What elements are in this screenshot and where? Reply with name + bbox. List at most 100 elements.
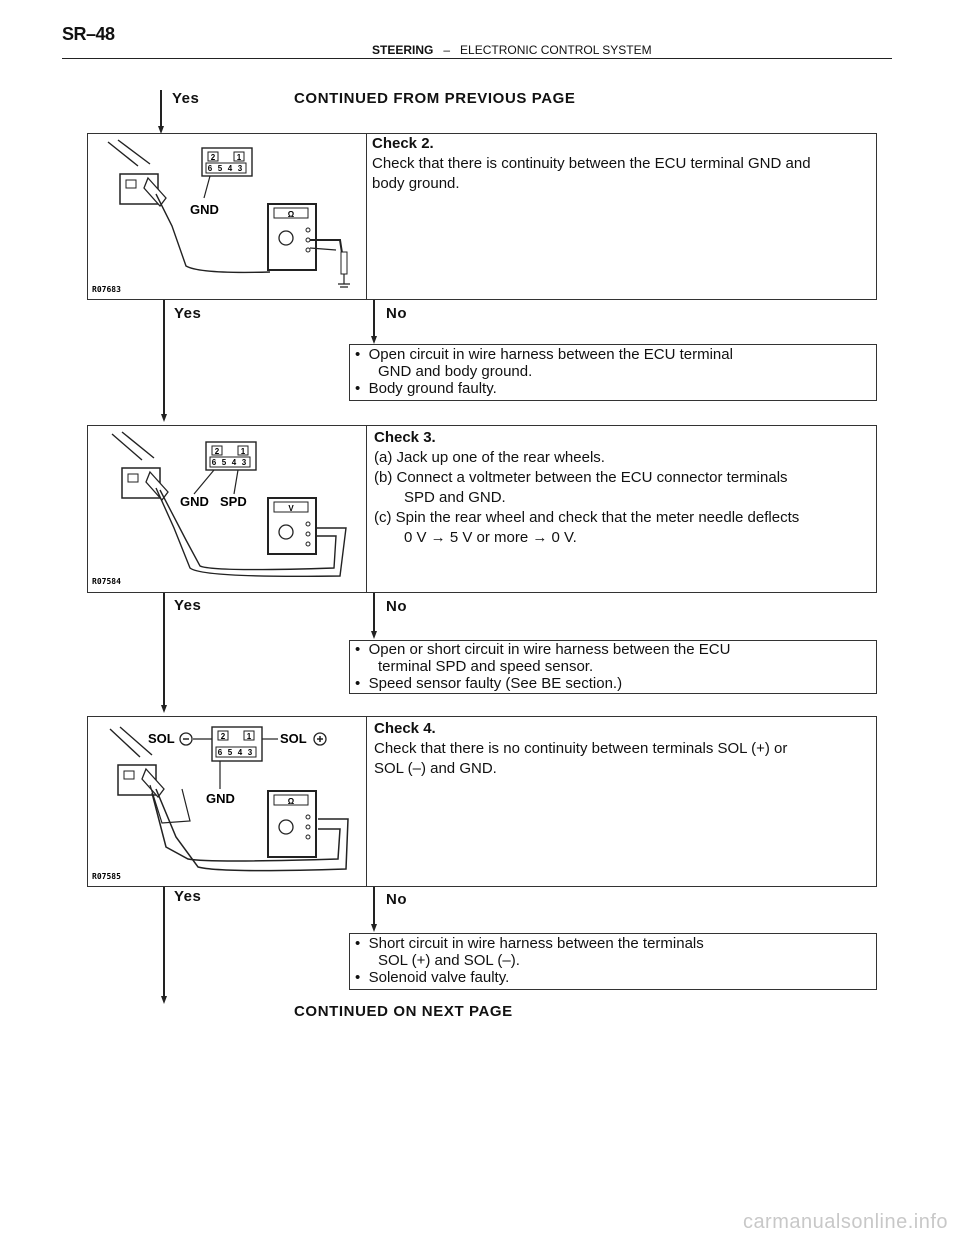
running-title: STEERING–ELECTRONIC CONTROL SYSTEM — [372, 43, 652, 57]
pin-label: 3 — [248, 748, 253, 757]
pin-label: 2 — [221, 732, 226, 741]
check-line: (b) Connect a voltmeter between the ECU … — [374, 469, 788, 486]
pin-label: 2 — [215, 447, 220, 456]
pin-label: 3 — [238, 164, 243, 173]
bullet: • — [355, 969, 361, 986]
no-flow-line — [373, 300, 375, 340]
gnd-label: GND — [180, 494, 209, 509]
page-number: SR–48 — [62, 24, 115, 44]
flow-no-label: No — [386, 598, 407, 615]
check-title: Check 4. — [374, 720, 436, 737]
flow-yes-label: Yes — [174, 597, 202, 614]
result-1-text: • Open circuit in wire harness between t… — [355, 346, 871, 397]
flow-arrow — [371, 924, 377, 932]
result-line: Open circuit in wire harness between the… — [368, 346, 733, 363]
header-rule — [62, 58, 892, 59]
check-2-text: Check 2. Check that there is continuity … — [372, 134, 872, 194]
flow-arrow — [161, 414, 167, 422]
check-line: Check that there is continuity between t… — [372, 155, 811, 172]
watermark: carmanualsonline.info — [742, 1211, 948, 1233]
figure-code: R07683 — [92, 285, 121, 294]
bullet: • — [355, 346, 361, 363]
pin-label: 1 — [247, 732, 252, 741]
result-line: Body ground faulty. — [368, 380, 497, 397]
check-3-text: Check 3. (a) Jack up one of the rear whe… — [374, 428, 874, 548]
bullet: • — [355, 641, 361, 658]
result-item: • Short circuit in wire harness between … — [355, 935, 871, 952]
check-3-divider — [366, 425, 367, 593]
pin-label: 1 — [241, 447, 246, 456]
bullet: • — [355, 380, 361, 397]
check-title: Check 2. — [372, 135, 434, 152]
check-4-figure: SOL 2 1 6 5 4 3 SOL GND Ω R07585 — [92, 726, 349, 881]
check-2-figure: 2 1 6 5 4 3 GND Ω R07683 — [92, 139, 350, 294]
check-4-divider — [366, 716, 367, 887]
meter-label: Ω — [288, 797, 295, 806]
pin-label: 5 — [228, 748, 233, 757]
no-flow-line — [373, 593, 375, 635]
result-line: Short circuit in wire harness between th… — [368, 935, 704, 952]
no-flow-line — [373, 887, 375, 928]
meter-label: V — [288, 504, 294, 513]
result-item: • Open circuit in wire harness between t… — [355, 346, 871, 363]
section-title: STEERING — [372, 43, 434, 57]
result-item: • Body ground faulty. — [355, 380, 871, 397]
check-line: body ground. — [372, 175, 460, 192]
pin-label: 1 — [237, 153, 242, 162]
pin-label: 5 — [222, 458, 227, 467]
flow-no-label: No — [386, 305, 407, 322]
meter-label: Ω — [288, 210, 295, 219]
bullet: • — [355, 675, 361, 692]
result-1-box — [349, 344, 877, 401]
gnd-label: GND — [190, 202, 219, 217]
check-line: Check that there is no continuity betwee… — [374, 740, 788, 757]
check-line: SPD and GND. — [404, 489, 506, 506]
check-line: (c) Spin the rear wheel and check that t… — [374, 509, 800, 526]
result-item: • Solenoid valve faulty. — [355, 969, 871, 986]
result-item: • Open or short circuit in wire harness … — [355, 641, 871, 658]
result-line-cont: SOL (+) and SOL (–). — [378, 952, 520, 969]
check-4-text: Check 4. Check that there is no continui… — [374, 719, 874, 779]
flow-yes-label: Yes — [174, 888, 202, 905]
flow-arrow — [161, 705, 167, 713]
flow-yes-label: Yes — [174, 305, 202, 322]
pin-label: 4 — [228, 164, 233, 173]
flow-arrow — [161, 996, 167, 1004]
pin-label: 4 — [232, 458, 237, 467]
result-item: • Speed sensor faulty (See BE section.) — [355, 675, 871, 692]
figure-code: R07584 — [92, 577, 121, 586]
flow-line — [160, 90, 162, 130]
yes-flow-line — [163, 300, 165, 418]
result-line-cont: terminal SPD and speed sensor. — [378, 658, 594, 675]
bullet: • — [355, 935, 361, 952]
gnd-label: GND — [206, 791, 235, 806]
spd-label: SPD — [220, 494, 247, 509]
result-2-text: • Open or short circuit in wire harness … — [355, 641, 871, 692]
sol-minus-label: SOL — [148, 731, 175, 746]
sol-plus-label: SOL — [280, 731, 307, 746]
pin-label: 6 — [208, 164, 213, 173]
subsection-title: ELECTRONIC CONTROL SYSTEM — [460, 43, 652, 57]
check-line: 0 V → 5 V or more → 0 V. — [404, 529, 577, 546]
pin-label: 6 — [212, 458, 217, 467]
result-line: Speed sensor faulty (See BE section.) — [368, 675, 623, 692]
continued-from-label: CONTINUED FROM PREVIOUS PAGE — [294, 90, 576, 107]
check-line: (a) Jack up one of the rear wheels. — [374, 449, 605, 466]
yes-flow-line — [163, 887, 165, 999]
yes-flow-line — [163, 593, 165, 709]
pin-label: 2 — [211, 153, 216, 162]
title-separator: – — [443, 43, 451, 57]
flow-yes-label: Yes — [172, 90, 200, 107]
flow-arrow — [371, 336, 377, 344]
continued-on-label: CONTINUED ON NEXT PAGE — [294, 1003, 513, 1020]
pin-label: 3 — [242, 458, 247, 467]
result-3-text: • Short circuit in wire harness between … — [355, 935, 871, 986]
flow-no-label: No — [386, 891, 407, 908]
flow-arrow — [371, 631, 377, 639]
flow-arrow — [158, 126, 164, 134]
result-line-cont: GND and body ground. — [378, 363, 533, 380]
pin-label: 5 — [218, 164, 223, 173]
check-line: SOL (–) and GND. — [374, 760, 497, 777]
result-line: Open or short circuit in wire harness be… — [368, 641, 731, 658]
result-2-box — [349, 640, 877, 694]
